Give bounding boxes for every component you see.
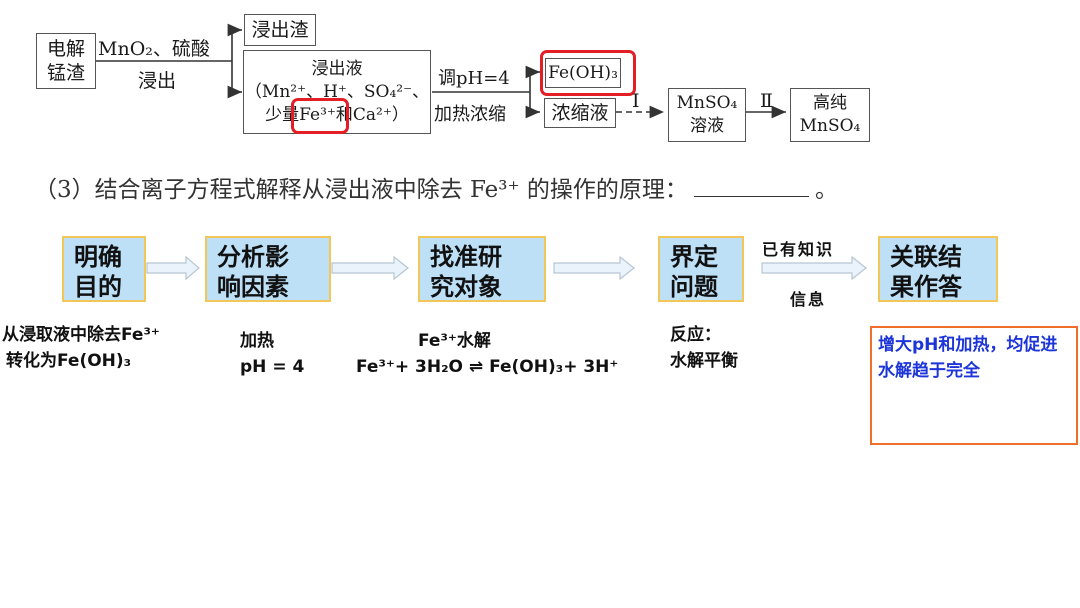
note-problem-l2: 水解平衡: [670, 351, 738, 371]
mnso4-solution-line2: 溶液: [690, 116, 724, 136]
step-define-goal-l1: 明确: [74, 243, 122, 271]
note-goal-l2: 转化为Fe(OH)₃: [6, 351, 132, 371]
step-analyze-factors: 分析影 响因素: [205, 236, 331, 302]
step2-label: Ⅱ: [760, 90, 773, 112]
answer-box: 增大pH和加热，均促进水解趋于完全: [870, 326, 1078, 445]
question-end: 。: [814, 177, 838, 203]
step-define-problem-l1: 界定: [670, 243, 718, 271]
precipitate-highlight: [540, 50, 636, 96]
step1-label: Ⅰ: [632, 90, 640, 112]
reagent-label: MnO₂、硫酸: [98, 38, 210, 60]
step-define-problem: 界定 问题: [658, 236, 744, 302]
concentrate-label: 浓缩液: [551, 102, 609, 124]
step-identify-object-l1: 找准研: [430, 243, 502, 271]
pure-mnso4-box: 高纯 MnSO₄: [790, 88, 870, 142]
note-factors-l2: pH = 4: [240, 357, 305, 377]
mnso4-solution-box: MnSO₄ 溶液: [668, 88, 746, 142]
leachate-ions: （Mn²⁺、H⁺、SO₄²⁻、: [244, 81, 430, 102]
flowchart-connectors: [96, 23, 786, 119]
adjust-ph-label: 调pH=4: [438, 68, 510, 89]
note-object: Fe³⁺水解 Fe³⁺+ 3H₂O ⇌ Fe(OH)₃+ 3H⁺: [356, 328, 618, 380]
heat-concentrate-label: 加热浓缩: [434, 104, 506, 125]
note-object-equation: Fe³⁺+ 3H₂O ⇌ Fe(OH)₃+ 3H⁺: [356, 357, 619, 377]
step-link-answer-l2: 果作答: [890, 273, 962, 301]
start-line2: 锰渣: [46, 62, 85, 84]
note-problem: 反应： 水解平衡: [670, 322, 738, 374]
precipitate-label: Fe(OH)₃: [548, 63, 618, 83]
pure-mnso4-line1: 高纯: [813, 93, 847, 113]
note-goal-l1: 从浸取液中除去Fe³⁺: [2, 325, 160, 345]
step-arrow-4: [761, 255, 867, 281]
answer-text: 增大pH和加热，均促进水解趋于完全: [878, 335, 1058, 381]
note-problem-l1: 反应：: [670, 325, 721, 345]
leach-label: 浸出: [138, 70, 177, 92]
note-goal: 从浸取液中除去Fe³⁺ 转化为Fe(OH)₃: [2, 322, 160, 374]
fe3-highlight: [291, 98, 349, 134]
leachate-minor-ions: 少量Fe³⁺和Ca²⁺）: [265, 104, 409, 125]
residue-label: 浸出渣: [251, 19, 309, 41]
start-box-electrolytic-manganese-slag: 电解 锰渣: [36, 33, 96, 89]
note-factors-l1: 加热: [240, 331, 274, 351]
note-factors: 加热 pH = 4: [240, 328, 304, 380]
arrow-top-label: 已有知识: [762, 240, 835, 259]
question-text: （3）结合离子方程式解释从浸出液中除去 Fe³⁺ 的操作的原理：: [34, 177, 688, 203]
answer-blank: [693, 176, 809, 197]
step-define-goal-l2: 目的: [74, 273, 122, 301]
residue-box: 浸出渣: [244, 14, 316, 46]
precipitate-box: Fe(OH)₃: [545, 58, 621, 88]
step-link-answer-l1: 关联结: [890, 243, 962, 271]
step-arrow-3: [553, 255, 635, 281]
step-identify-object: 找准研 究对象: [418, 236, 546, 302]
mnso4-solution-line1: MnSO₄: [676, 93, 738, 113]
concentrate-box: 浓缩液: [544, 98, 616, 128]
step-define-goal: 明确 目的: [62, 236, 146, 302]
arrow-bottom-label: 信息: [790, 290, 827, 309]
step-arrow-1: [146, 255, 200, 281]
note-object-l1: Fe³⁺水解: [418, 331, 491, 351]
step-analyze-factors-l2: 响因素: [217, 273, 289, 301]
step-analyze-factors-l1: 分析影: [217, 243, 289, 271]
step-define-problem-l2: 问题: [670, 273, 718, 301]
question-3: （3）结合离子方程式解释从浸出液中除去 Fe³⁺ 的操作的原理： 。: [34, 170, 838, 204]
step-identify-object-l2: 究对象: [430, 273, 502, 301]
leachate-title: 浸出液: [311, 58, 363, 79]
pure-mnso4-line2: MnSO₄: [799, 116, 861, 136]
step-link-answer: 关联结 果作答: [878, 236, 998, 302]
step-arrow-2: [331, 255, 409, 281]
start-line1: 电解: [46, 38, 85, 60]
